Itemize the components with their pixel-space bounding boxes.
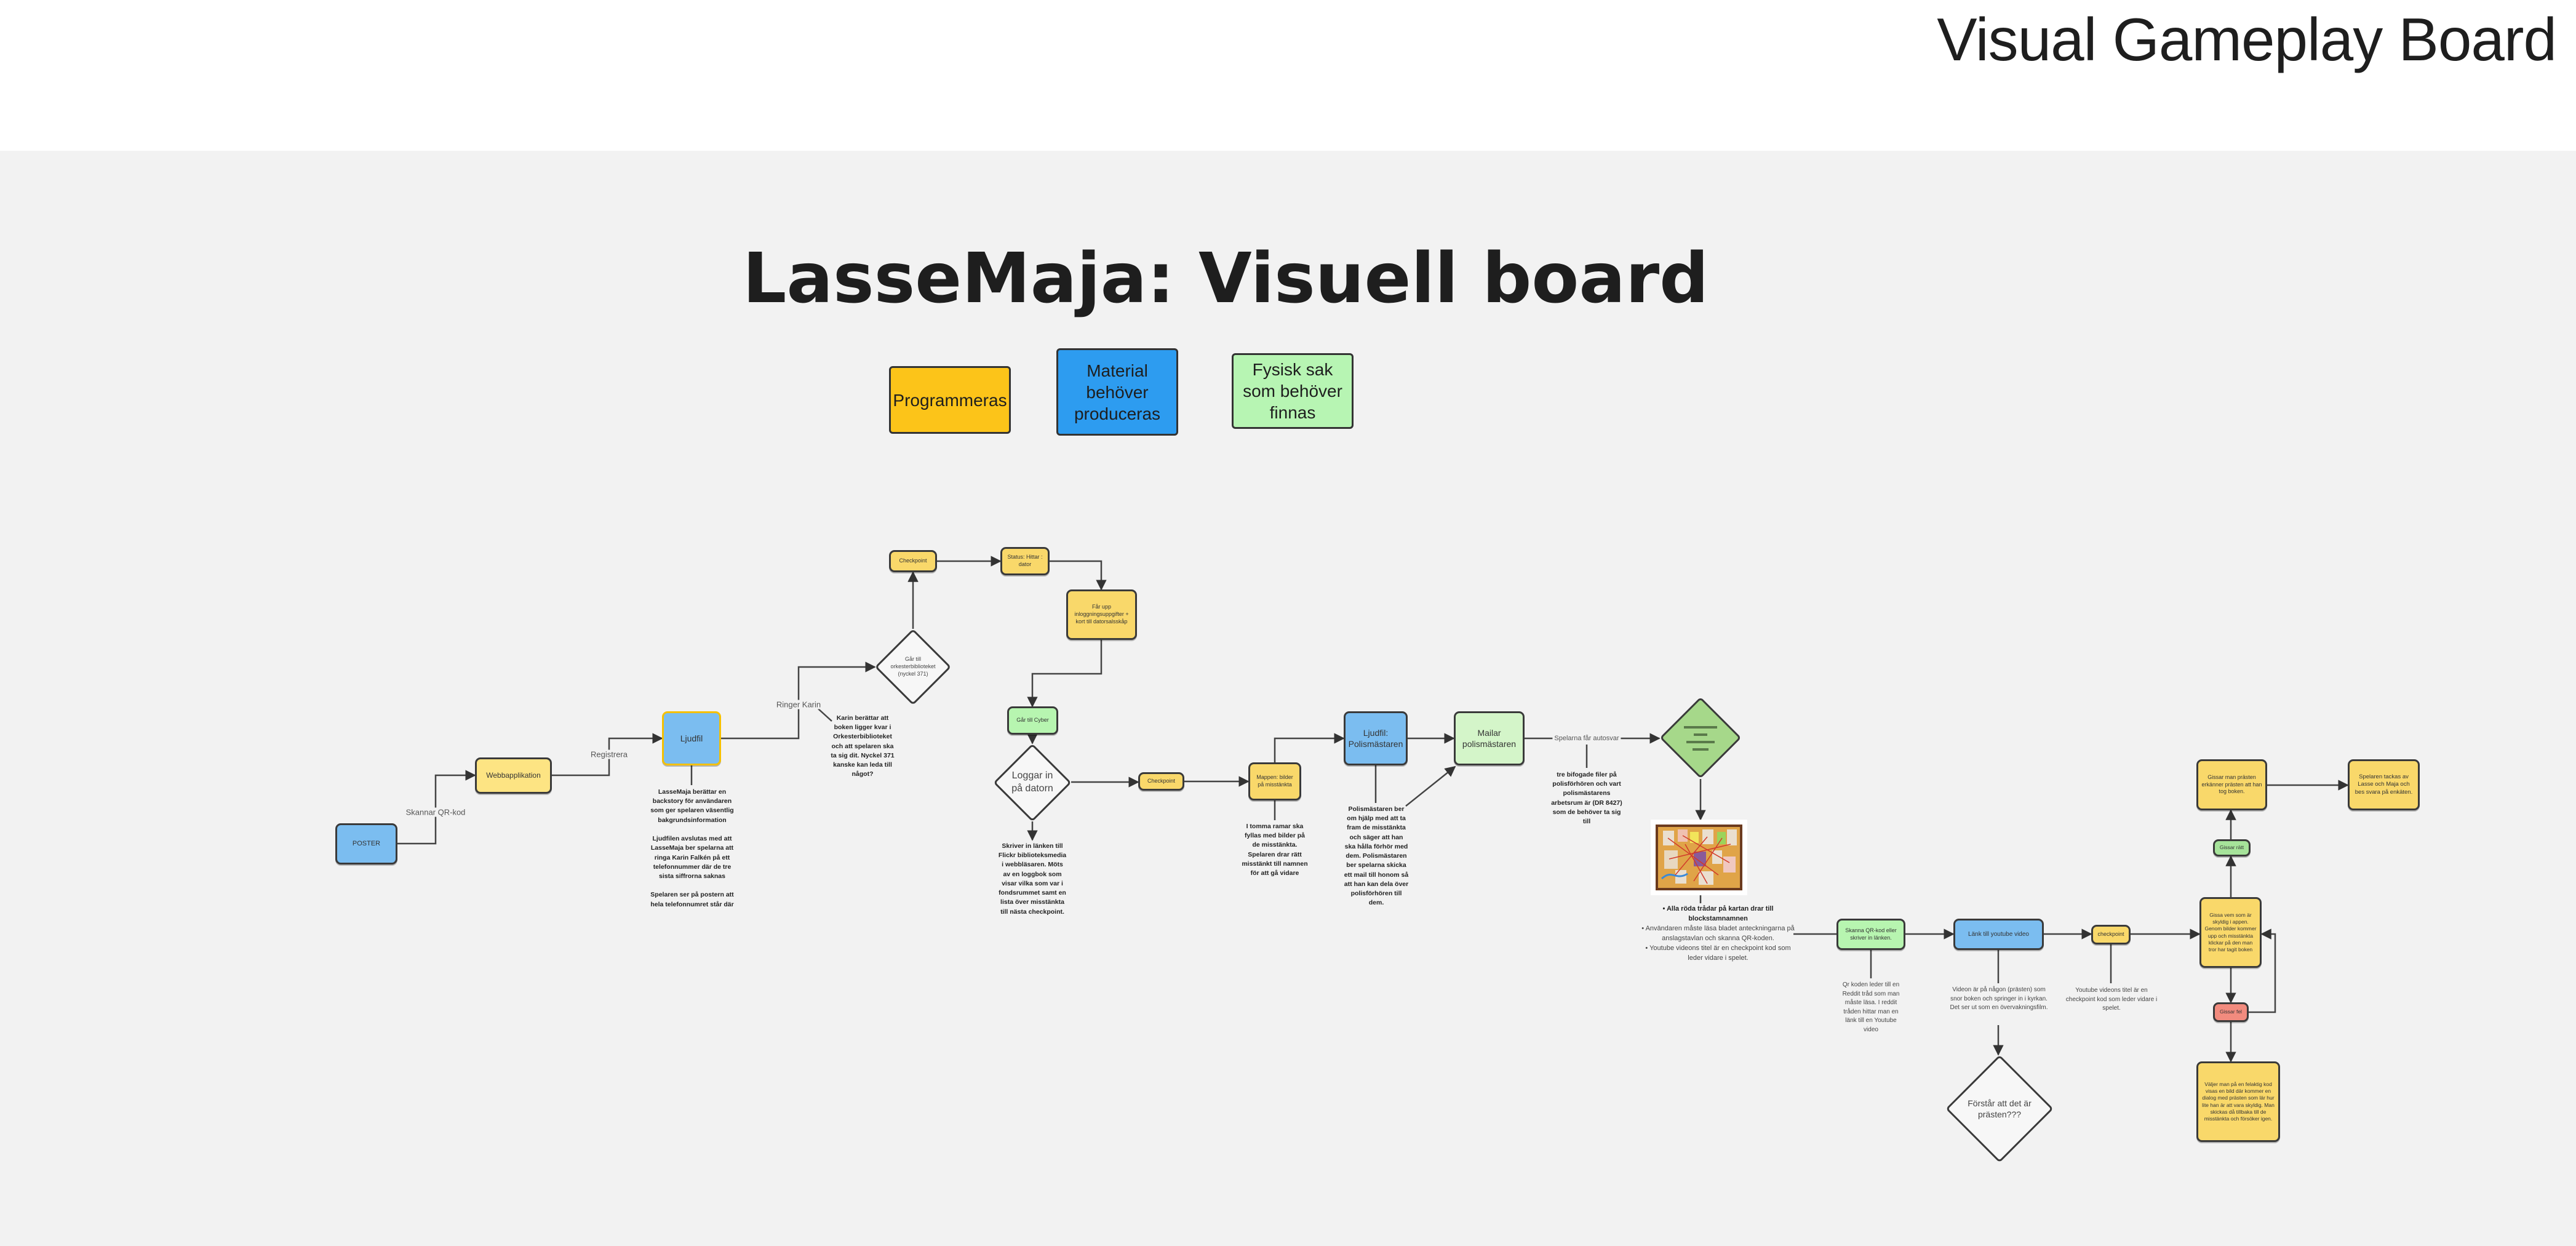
corkboard-image[interactable] (1651, 820, 1747, 895)
node-youtube[interactable]: Länk till youtube video (1953, 919, 2044, 950)
corkboard-illustration (1656, 825, 1742, 890)
node-label: Ljudfil: Polismästaren (1348, 727, 1403, 749)
node-label: Gissar rätt (2219, 844, 2244, 851)
node-loggar[interactable]: Loggar in på datorn (993, 743, 1072, 822)
note-autosvar: tre bifogade filer på polisförhören och … (1551, 771, 1622, 826)
note-checkpoint-3: Youtube videons titel är en checkpoint k… (2065, 987, 2158, 1012)
node-mailar[interactable]: Mailar polismästaren (1454, 711, 1525, 765)
lines-icon (1684, 726, 1717, 751)
edge-note-mailar (1405, 765, 1456, 807)
node-label: Får upp inloggningsuppgifter + kort till… (1074, 604, 1129, 625)
node-gissar-ratt[interactable]: Gissar rätt (2213, 839, 2251, 857)
node-ljudfil[interactable]: Ljudfil (662, 711, 721, 765)
node-label: Mappen: bilder på misstänkta (1256, 774, 1293, 788)
edge-label-qr: Skannar QR-kod (404, 807, 468, 817)
note-karin: Karin berättar att boken ligger kvar i O… (831, 714, 895, 778)
note-reddit: Qr koden leder till en Reddit tråd som m… (1842, 981, 1900, 1033)
node-fel-box[interactable]: Väljer man på en felaktig kod visas en b… (2196, 1061, 2280, 1142)
note-ljudfil: LasseMaja berättar en backstory för anvä… (646, 788, 738, 909)
node-label: Spelaren tackas av Lasse och Maja och be… (2355, 773, 2413, 796)
node-label: Förstår att det är prästen??? (1968, 1098, 2032, 1119)
edge-label-autosvar: Spelarna får autosvar (1552, 735, 1621, 742)
note-karta: Alla röda trådar på kartan drar till blo… (1640, 905, 1796, 964)
legend-programmeras[interactable]: Programmeras (889, 366, 1011, 434)
legend-label: Programmeras (893, 390, 1007, 410)
node-cyber[interactable]: Går till Cyber (1007, 706, 1058, 735)
node-ljudfil-polis[interactable]: Ljudfil: Polismästaren (1344, 711, 1408, 765)
header: Visual Gameplay Board (0, 0, 2576, 151)
note-item: Alla röda trådar på kartan drar till blo… (1640, 905, 1796, 924)
edge-label-ringer: Ringer Karin (774, 700, 823, 709)
node-label: Gissar man prästen erkänner prästen att … (2201, 773, 2262, 795)
node-orkester[interactable]: Går till orkesterbiblioteket (nyckel 371… (874, 628, 952, 706)
edge-fel-gissa (2247, 929, 2276, 1013)
node-label: Checkpoint (1147, 778, 1176, 785)
note-item: Användaren måste läsa bladet anteckninga… (1640, 924, 1796, 944)
node-poster[interactable]: POSTER (335, 823, 397, 865)
node-prasten[interactable]: Förstår att det är prästen??? (1945, 1055, 2054, 1163)
node-gissar-fel[interactable]: Gissar fel (2213, 1002, 2249, 1022)
node-label: Mailar polismästaren (1462, 727, 1517, 749)
node-gissa[interactable]: Gissa vem som är skyldig i appen. Genom … (2199, 897, 2262, 968)
note-polis: Polismästaren ber om hjälp med att ta fr… (1344, 805, 1409, 907)
whiteboard-canvas[interactable] (0, 151, 2576, 1246)
node-checkpoint-3[interactable]: checkpoint (2091, 925, 2131, 944)
node-label: Status: Hittar : dator (1007, 554, 1043, 567)
legend-material[interactable]: Material behöver produceras (1056, 348, 1178, 436)
note-item: Ljudfilen avslutas med att LasseMaja ber… (650, 835, 734, 880)
node-label: Länk till youtube video (1968, 931, 2029, 938)
node-label: Skanna QR-kod eller skriver in länken. (1845, 927, 1897, 941)
node-inlogg[interactable]: Får upp inloggningsuppgifter + kort till… (1066, 589, 1137, 640)
legend-label: Material behöver produceras (1074, 361, 1161, 423)
edge-inlogg-cyber (1027, 640, 1103, 708)
note-loggar: Skriver in länken till Flickr biblioteks… (998, 842, 1067, 916)
edge-karin-note (818, 708, 832, 722)
node-checkpoint-2[interactable]: Checkpoint (1138, 772, 1184, 791)
node-label: Webbapplikation (486, 770, 541, 780)
node-status[interactable]: Status: Hittar : dator (1000, 547, 1050, 575)
legend-label: Fysisk sak som behöver finnas (1243, 360, 1342, 422)
node-tackas[interactable]: Spelaren tackas av Lasse och Maja och be… (2348, 759, 2420, 810)
board-page-title: Visual Gameplay Board (1937, 6, 2557, 73)
board-title: LasseMaja: Visuell board (743, 239, 1709, 319)
node-label: Ljudfil (680, 733, 703, 743)
legend-fysisk[interactable]: Fysisk sak som behöver finnas (1232, 353, 1354, 429)
node-label: Går till orkesterbiblioteket (nyckel 371… (890, 656, 936, 677)
node-label: Går till Cyber (1016, 717, 1049, 724)
note-video: Videon är på någon (prästen) som snor bo… (1950, 986, 2048, 1011)
node-webapp[interactable]: Webbapplikation (475, 757, 552, 794)
node-checkpoint-1[interactable]: Checkpoint (889, 550, 937, 572)
note-item: LasseMaja berättar en backstory för anvä… (650, 788, 734, 824)
node-label: Checkpoint (899, 557, 927, 564)
note-item: Spelaren ser på postern att hela telefon… (650, 891, 734, 908)
edge-status-inlogg (1050, 560, 1107, 591)
note-item: Youtube videons titel är en checkpoint k… (1640, 944, 1796, 964)
edge-label-registrera: Registrera (589, 749, 629, 759)
node-mappen[interactable]: Mappen: bilder på misstänkta (1248, 762, 1301, 801)
edge-mappen-polis (1274, 733, 1345, 762)
node-ratt-box[interactable]: Gissar man prästen erkänner prästen att … (2196, 759, 2267, 810)
node-label: Gissar fel (2220, 1008, 2242, 1015)
node-label: Gissa vem som är skyldig i appen. Genom … (2204, 912, 2257, 952)
node-skanna[interactable]: Skanna QR-kod eller skriver in länken. (1836, 919, 1905, 950)
node-label: Loggar in på datorn (1011, 770, 1053, 794)
note-mappen: I tomma ramar ska fyllas med bilder på d… (1242, 823, 1308, 877)
node-filter-diamond[interactable] (1659, 697, 1742, 779)
node-label: Väljer man på en felaktig kod visas en b… (2202, 1081, 2275, 1122)
node-label: POSTER (352, 840, 381, 848)
node-label: checkpoint (2097, 931, 2124, 938)
